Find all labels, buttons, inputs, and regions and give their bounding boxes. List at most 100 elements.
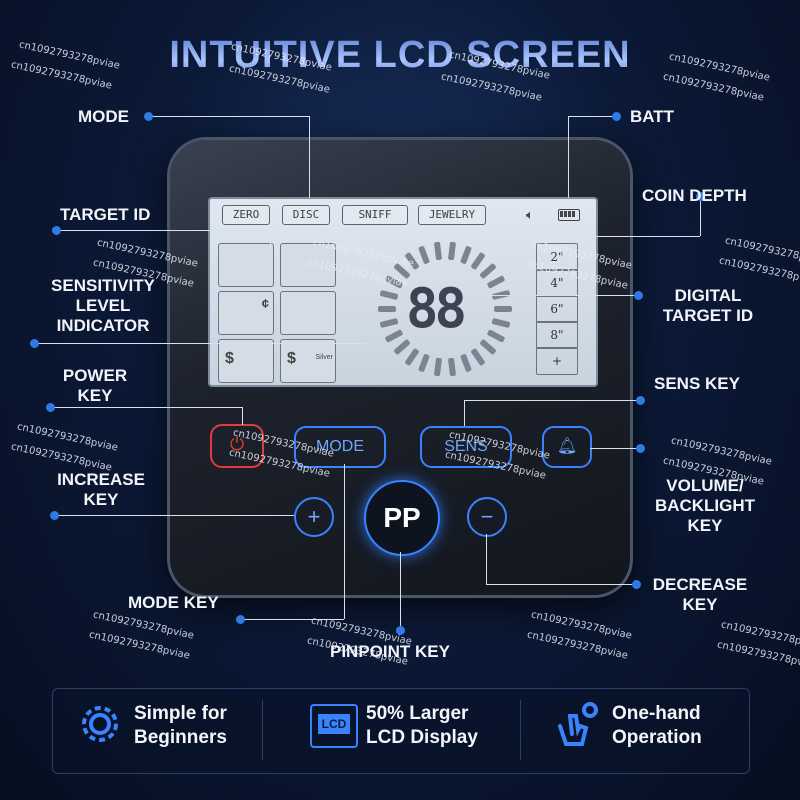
- power-icon: ⏻: [229, 434, 245, 454]
- watermark: cn1092793278pviae: [717, 255, 800, 288]
- gauge-segment: [418, 245, 431, 265]
- label-power-key: POWER KEY: [50, 366, 140, 406]
- gauge-segment: [479, 262, 498, 279]
- label-volume-line2: BACKLIGHT: [654, 496, 756, 515]
- feature-onehand-line2: Operation: [612, 727, 702, 748]
- target-cell-bar-cent: [280, 291, 336, 335]
- depth-8: 8": [536, 321, 578, 349]
- label-target-id: TARGET ID: [60, 205, 151, 224]
- gauge-segment: [433, 242, 443, 261]
- lcd-mode-disc: DISC: [282, 205, 330, 225]
- mode-key-dot: [236, 615, 245, 624]
- feature-lcd: 50% Larger LCD Display: [366, 702, 478, 750]
- page-title: INTUITIVE LCD SCREEN: [0, 34, 800, 77]
- label-volume-line3: KEY: [687, 516, 723, 535]
- label-pinpoint-key: PINPOINT KEY: [330, 642, 450, 661]
- gauge-segment: [384, 329, 404, 343]
- mode-button[interactable]: MODE: [294, 426, 386, 468]
- label-power-line2: KEY: [77, 386, 113, 405]
- batt-dot: [612, 112, 621, 121]
- coin-depth-dot: [696, 192, 705, 201]
- gauge-segment: [486, 329, 506, 343]
- power-button[interactable]: ⏻: [210, 424, 264, 468]
- silver-mark: Silver: [315, 354, 333, 361]
- gauge-segment: [479, 339, 498, 356]
- feature-lcd-line2: LCD Display: [366, 727, 478, 748]
- label-sensitivity: SENSITIVITY LEVEL INDICATOR: [28, 276, 178, 336]
- speaker-icon: 🔈︎: [526, 207, 534, 222]
- feature-one-hand: One-hand Operation: [612, 702, 702, 750]
- feature-simple-line2: Beginners: [134, 727, 227, 748]
- increase-key-dot: [50, 511, 59, 520]
- target-cell-dollar-cent: $: [218, 339, 274, 383]
- pinpoint-button[interactable]: PP: [364, 480, 440, 556]
- label-sensitivity-line3: INDICATOR: [56, 316, 150, 335]
- depth-6: 6": [536, 295, 578, 323]
- increase-button[interactable]: +: [294, 497, 334, 537]
- gauge-segment: [379, 317, 399, 328]
- sens-button[interactable]: SENS: [420, 426, 512, 468]
- dollar-mark: $: [225, 350, 234, 367]
- dollar-mark-2: $: [287, 350, 296, 367]
- target-cell-coin-screw: [218, 243, 274, 287]
- label-digital-line2: TARGET ID: [662, 306, 754, 325]
- target-id-digits: 88: [406, 277, 467, 340]
- label-increase-line2: KEY: [83, 490, 119, 509]
- digital-target-dot: [634, 291, 643, 300]
- depth-plus: +: [536, 347, 578, 375]
- label-sensitivity-line2: LEVEL: [75, 296, 131, 315]
- label-coin-depth: COIN DEPTH: [642, 186, 747, 205]
- battery-icon: [558, 209, 580, 221]
- label-batt: BATT: [630, 107, 675, 126]
- gauge-segment: [459, 353, 472, 373]
- label-volume-key: VOLUME/ BACKLIGHT KEY: [650, 476, 760, 536]
- target-id-dot: [52, 226, 61, 235]
- label-sens-key: SENS KEY: [654, 374, 740, 393]
- lcd-mode-zero: ZERO: [222, 205, 270, 225]
- gauge-segment: [418, 353, 431, 373]
- lcd-screen: ZERO DISC SNIFF JEWELRY 🔈︎ ¢ $ $ Silver …: [208, 197, 598, 387]
- pinpoint-key-dot: [396, 626, 405, 635]
- gauge-segment: [447, 357, 457, 376]
- power-key-dot: [46, 403, 55, 412]
- gauge-segment: [404, 347, 420, 366]
- gauge-segment: [486, 275, 506, 289]
- target-cell-pulltab-cent: ¢: [218, 291, 274, 335]
- depth-2: 2": [536, 243, 578, 271]
- label-increase-key: INCREASE KEY: [46, 470, 156, 510]
- feature-simple: Simple for Beginners: [134, 702, 227, 750]
- target-cell-ring-nickel: [280, 243, 336, 287]
- sens-key-dot: [636, 396, 645, 405]
- gauge-segment: [459, 245, 472, 265]
- volume-backlight-button[interactable]: 🔔︎: [542, 426, 592, 468]
- label-increase-line1: INCREASE: [57, 470, 145, 489]
- label-mode-key: MODE KEY: [128, 593, 219, 612]
- cent-mark: ¢: [261, 296, 269, 311]
- lcd-icon: LCD: [310, 704, 358, 748]
- label-mode: MODE: [78, 107, 129, 126]
- gauge-segment: [392, 339, 411, 356]
- gear-icon: [76, 700, 124, 748]
- feature-onehand-line1: One-hand: [612, 703, 701, 724]
- gauge-segment: [379, 290, 399, 301]
- hand-icon: [552, 700, 600, 750]
- label-digital-line1: DIGITAL: [674, 286, 742, 305]
- gauge-segment: [470, 252, 486, 271]
- lcd-icon-text: LCD: [318, 714, 350, 734]
- lcd-mode-sniff: SNIFF: [342, 205, 408, 225]
- feature-simple-line1: Simple for: [134, 703, 227, 724]
- sensitivity-dot: [30, 339, 39, 348]
- volume-key-dot: [636, 444, 645, 453]
- features-bar: [52, 688, 750, 774]
- label-digital-target-id: DIGITAL TARGET ID: [648, 286, 768, 326]
- lcd-mode-jewelry: JEWELRY: [418, 205, 486, 225]
- gauge-segment: [433, 357, 443, 376]
- decrease-key-dot: [632, 580, 641, 589]
- feature-lcd-line1: 50% Larger: [366, 703, 469, 724]
- bell-icon: 🔔︎: [556, 438, 578, 455]
- gauge-segment: [491, 317, 511, 328]
- decrease-button[interactable]: −: [467, 497, 507, 537]
- label-power-line1: POWER: [62, 366, 128, 385]
- gauge-segment: [470, 347, 486, 366]
- gauge-segment: [447, 242, 457, 261]
